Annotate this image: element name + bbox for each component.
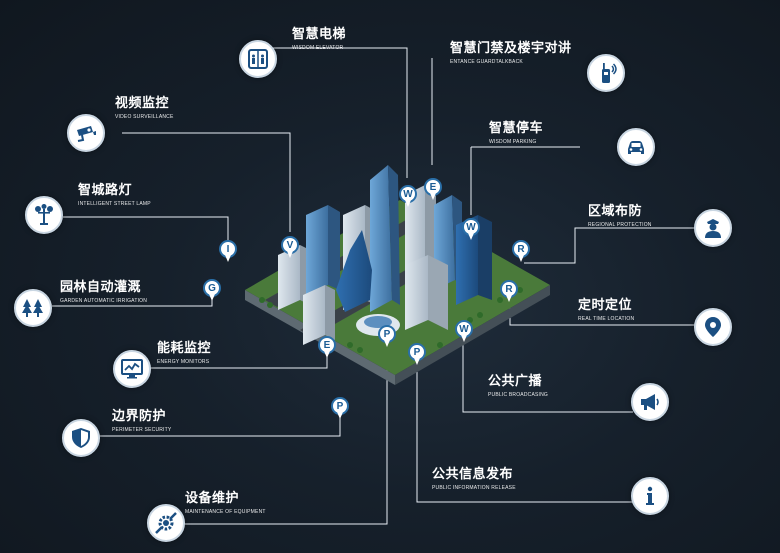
megaphone-icon [631,383,669,421]
label-zh: 智慧电梯 [292,27,347,42]
walkie-talkie-icon [587,54,625,92]
label-en: INTELLIGENT STREET LAMP [78,201,151,207]
marker-e-top: E [424,178,442,202]
trees-icon [14,289,52,327]
line-perimeter [81,412,341,437]
line-energy [150,353,328,369]
label-zh: 定时定位 [578,298,633,313]
line-maintenance [168,340,388,525]
guard-icon [694,209,732,247]
marker-letter: R [512,240,530,258]
feature-garden: 园林自动灌溉 GARDEN AUTOMATIC IRRIGATION [60,276,147,304]
label-en: PUBLIC INFORMATION RELEASE [432,485,516,491]
feature-parking: 智慧停车 WISDOM PARKING [489,117,543,145]
line-info [416,360,633,503]
marker-g: G [203,279,221,303]
label-en: ENERGY MONITORS [157,359,210,365]
label-zh: 公共信息发布 [432,467,514,482]
street-lamp-icon [25,196,63,234]
marker-p-left: P [331,397,349,421]
marker-w-top: W [399,185,417,209]
building-5 [336,230,372,312]
label-en: PUBLIC BROADCASING [488,392,549,398]
line-video [122,132,291,232]
label-zh: 智慧门禁及楼宇对讲 [450,41,572,56]
feature-perimeter: 边界防护 PERIMETER SECURITY [112,405,171,433]
gear-wrench-icon [147,504,185,542]
marker-e-low: E [318,336,336,360]
marker-p2: P [408,343,426,367]
label-en: MAINTENANCE OF EQUIPMENT [185,509,266,515]
marker-v: V [281,236,299,260]
feature-info: 公共信息发布 PUBLIC INFORMATION RELEASE [432,463,516,491]
building-2 [306,205,340,295]
shield-icon [62,419,100,457]
label-en: VIDEO SURVEILLANCE [115,114,174,120]
feature-broadcast: 公共广播 PUBLIC BROADCASING [488,370,548,398]
building-4 [370,165,400,312]
feature-entrance: 智慧门禁及楼宇对讲 ENTANCE GUARDTALKBACK [450,37,572,65]
label-zh: 园林自动灌溉 [60,280,142,295]
feature-elevator: 智慧电梯 WISDOM ELEVATOR [292,23,346,51]
line-regional [524,227,695,264]
label-zh: 能耗监控 [157,341,212,356]
label-en: WISDOM ELEVATOR [292,45,344,51]
marker-letter: P [378,325,396,343]
label-en: ENTANCE GUARDTALKBACK [450,59,523,65]
feature-streetlamp: 智城路灯 INTELLIGENT STREET LAMP [78,179,151,207]
marker-p1: P [378,325,396,349]
label-en: WISDOM PARKING [489,139,537,145]
marker-r-right1: R [512,240,530,264]
feature-energy: 能耗监控 ENERGY MONITORS [157,337,211,365]
car-icon [617,128,655,166]
label-zh: 智慧停车 [489,121,544,136]
label-zh: 公共广播 [488,374,543,389]
line-elevator [273,47,408,178]
building-9 [405,255,448,330]
label-zh: 智城路灯 [78,183,133,198]
elevator-icon [239,40,277,78]
marker-i: I [219,240,237,264]
marker-letter: R [500,280,518,298]
ground-side-right [395,285,550,385]
marker-w-low: W [455,320,473,344]
label-en: PERIMETER SECURITY [112,427,172,433]
line-broadcast [462,338,633,413]
label-zh: 设备维护 [185,491,240,506]
label-zh: 边界防护 [112,409,167,424]
feature-timing: 定时定位 REAL TIME LOCATION [578,294,634,322]
info-icon [631,477,669,515]
label-zh: 视频监控 [115,96,170,111]
cctv-camera-icon [67,114,105,152]
feature-video: 视频监控 VIDEO SURVEILLANCE [115,92,174,120]
marker-letter: P [331,397,349,415]
label-zh: 区域布防 [588,204,643,219]
feature-regional: 区域布防 REGIONAL PROTECTION [588,200,652,228]
marker-letter: E [424,178,442,196]
feature-maintenance: 设备维护 MAINTENANCE OF EQUIPMENT [185,487,266,515]
marker-r-right2: R [500,280,518,304]
monitor-chart-icon [113,350,151,388]
location-pin-icon [694,308,732,346]
label-en: REAL TIME LOCATION [578,316,635,322]
building-10 [303,285,335,345]
line-streetlamp [63,216,229,244]
label-en: REGIONAL PROTECTION [588,222,652,228]
label-en: GARDEN AUTOMATIC IRRIGATION [60,298,148,304]
marker-w-mid: W [462,218,480,242]
